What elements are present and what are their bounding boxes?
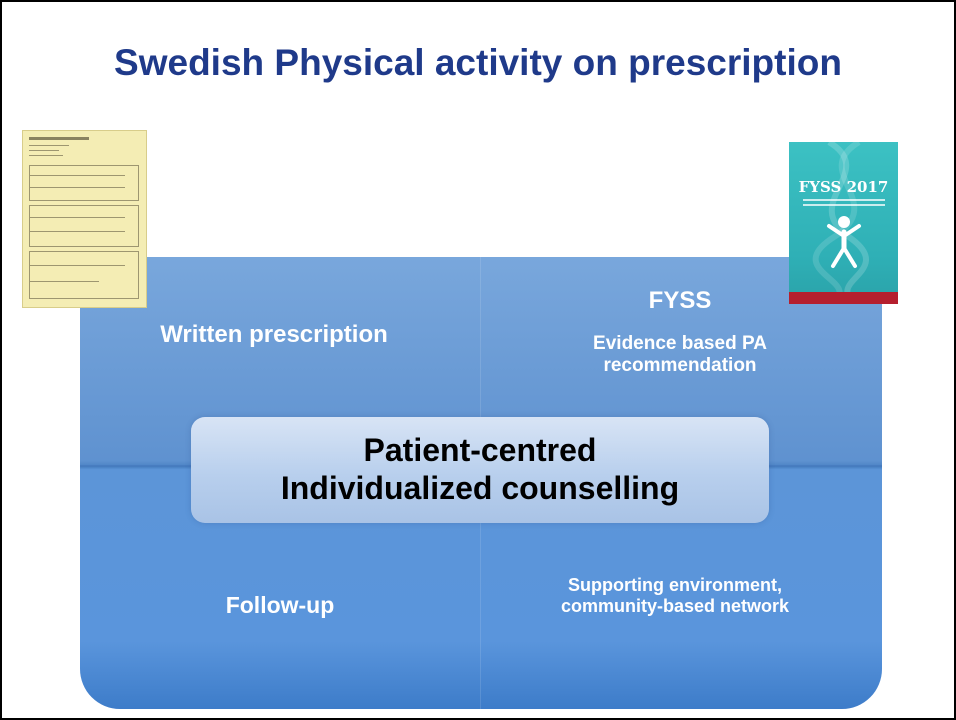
form-line [29, 150, 59, 151]
page-title: Swedish Physical activity on prescriptio… [114, 42, 842, 83]
prescription-form-icon [22, 130, 147, 308]
dna-helix-icon [812, 142, 869, 304]
form-box [29, 165, 139, 201]
form-line [29, 217, 125, 218]
fyss-book-icon: FYSS 2017 [789, 142, 898, 304]
center-line-2: Individualized counselling [280, 470, 680, 506]
fyss-book-subtitle [803, 199, 885, 213]
form-line [29, 155, 63, 156]
form-line [29, 265, 125, 266]
fyss-description: Evidence based PA recommendation [510, 333, 850, 377]
fyss-description-line-2: recommendation [603, 355, 757, 376]
fyss-heading: FYSS [648, 287, 712, 314]
form-line [29, 281, 99, 282]
fyss-book-title: FYSS 2017 [798, 178, 889, 196]
book-footer-band [789, 292, 898, 304]
form-line [29, 145, 69, 146]
form-header [29, 137, 89, 140]
form-box [29, 251, 139, 299]
fyss-description-line-1: Evidence based PA [593, 333, 767, 354]
form-line [29, 187, 125, 188]
form-box [29, 205, 139, 247]
written-prescription-label: Written prescription [160, 321, 388, 348]
follow-up-label: Follow-up [225, 592, 335, 618]
supporting-environment-line-1: Supporting environment, [568, 575, 782, 595]
supporting-environment-line-2: community-based network [560, 596, 790, 616]
form-line [29, 231, 125, 232]
center-box: Patient-centred Individualized counselli… [191, 417, 769, 523]
center-line-1: Patient-centred [363, 432, 597, 468]
form-line [29, 175, 125, 176]
person-figure-icon [827, 216, 861, 268]
supporting-environment-label: Supporting environment, community-based … [490, 575, 860, 617]
center-text: Patient-centred Individualized counselli… [191, 431, 769, 507]
